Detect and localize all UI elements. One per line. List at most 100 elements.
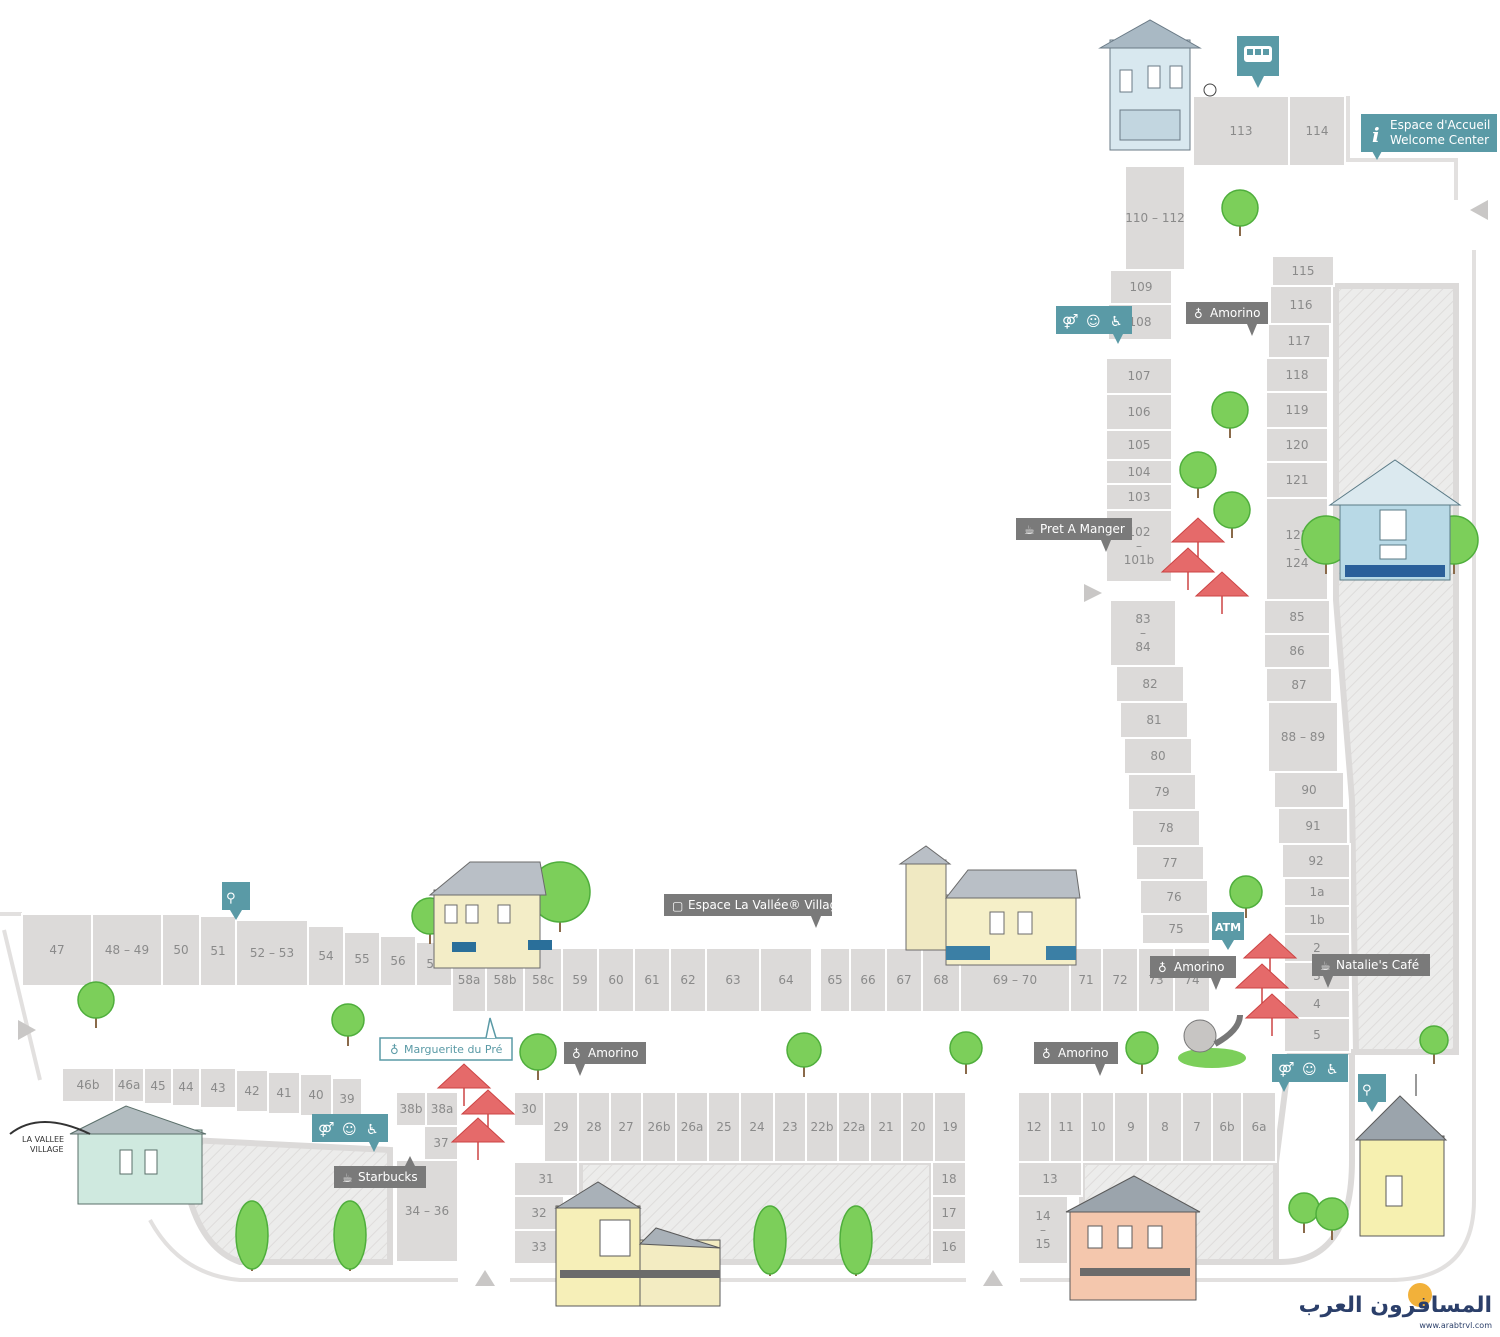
- atm-tag[interactable]: ATM: [1212, 912, 1244, 950]
- shop-unit[interactable]: 43: [199, 1067, 237, 1109]
- shop-unit[interactable]: 55: [343, 931, 381, 987]
- tag-amorino-74[interactable]: ♁Amorino: [1150, 956, 1236, 990]
- shop-unit[interactable]: 40: [299, 1073, 333, 1117]
- shop-unit[interactable]: 56: [379, 935, 417, 987]
- shop-unit[interactable]: 25: [707, 1091, 741, 1163]
- shop-unit[interactable]: 23: [773, 1091, 807, 1163]
- shop-unit[interactable]: 110 – 112: [1124, 165, 1186, 271]
- shop-unit[interactable]: 51: [199, 915, 237, 987]
- shop-unit[interactable]: 78: [1131, 809, 1201, 847]
- facilities-tag[interactable]: ⚤☺♿: [312, 1114, 388, 1152]
- shop-unit[interactable]: 28: [577, 1091, 611, 1163]
- shop-unit[interactable]: 37: [423, 1125, 459, 1161]
- shop-unit[interactable]: 10: [1081, 1091, 1115, 1163]
- shop-unit[interactable]: 81: [1119, 701, 1189, 739]
- shop-unit[interactable]: 85: [1263, 599, 1331, 635]
- shop-unit[interactable]: 90: [1273, 771, 1345, 809]
- shop-unit[interactable]: 46b: [61, 1067, 115, 1103]
- shop-unit[interactable]: 64: [759, 947, 813, 1013]
- shop-unit[interactable]: 30: [513, 1091, 545, 1127]
- shop-unit[interactable]: 114: [1288, 95, 1346, 167]
- shop-unit[interactable]: 62: [669, 947, 707, 1013]
- shop-unit[interactable]: 77: [1135, 845, 1205, 881]
- playground-tag-left[interactable]: ⚲: [222, 882, 250, 920]
- shop-unit[interactable]: 52 – 53: [235, 919, 309, 987]
- shop-unit[interactable]: 118: [1265, 357, 1329, 393]
- shop-unit[interactable]: 119: [1265, 391, 1329, 429]
- entrance-arrow-south-1[interactable]: [475, 1270, 495, 1286]
- shop-unit[interactable]: 92: [1281, 843, 1351, 879]
- shop-unit[interactable]: 91: [1277, 807, 1349, 845]
- shop-unit[interactable]: 61: [633, 947, 671, 1013]
- shop-unit[interactable]: 7: [1181, 1091, 1213, 1163]
- shop-unit[interactable]: 83–84: [1109, 599, 1177, 667]
- welcome-center-tag[interactable]: i Espace d'Accueil Welcome Center: [1361, 114, 1497, 160]
- entrance-arrow-east[interactable]: [1470, 200, 1488, 220]
- shop-unit[interactable]: 22b: [805, 1091, 839, 1163]
- shop-unit[interactable]: 87: [1265, 667, 1333, 703]
- shop-unit[interactable]: 44: [171, 1067, 201, 1107]
- shop-unit[interactable]: 60: [597, 947, 635, 1013]
- shop-unit[interactable]: 21: [869, 1091, 903, 1163]
- shop-unit[interactable]: 80: [1123, 737, 1193, 775]
- facilities-tag[interactable]: ⚤☺♿: [1056, 306, 1132, 344]
- facilities-tag[interactable]: ⚤☺♿: [1272, 1054, 1348, 1092]
- shop-unit[interactable]: 88 – 89: [1267, 701, 1339, 773]
- shop-unit[interactable]: 79: [1127, 773, 1197, 811]
- shop-unit[interactable]: 17: [931, 1195, 967, 1231]
- shop-unit[interactable]: 31: [513, 1161, 579, 1197]
- shop-unit[interactable]: 82: [1115, 665, 1185, 703]
- entrance-arrow-mid[interactable]: [1084, 584, 1102, 602]
- shop-unit[interactable]: 103: [1105, 483, 1173, 511]
- tag-starbucks[interactable]: ☕Starbucks: [334, 1156, 426, 1188]
- shop-unit[interactable]: 12: [1017, 1091, 1051, 1163]
- shop-unit[interactable]: 22a: [837, 1091, 871, 1163]
- tag-natalie[interactable]: ☕Natalie's Café: [1312, 954, 1430, 988]
- shop-unit[interactable]: 26a: [675, 1091, 709, 1163]
- shop-unit[interactable]: 20: [901, 1091, 935, 1163]
- shop-unit[interactable]: 19: [933, 1091, 967, 1163]
- shop-unit[interactable]: 38b: [395, 1091, 427, 1127]
- shop-unit[interactable]: 27: [609, 1091, 643, 1163]
- shop-unit[interactable]: 72: [1101, 947, 1139, 1013]
- shop-unit[interactable]: 6a: [1241, 1091, 1277, 1163]
- shop-unit[interactable]: 42: [235, 1069, 269, 1113]
- shop-unit[interactable]: 109: [1109, 269, 1173, 305]
- shop-unit[interactable]: 117: [1267, 323, 1331, 359]
- shop-unit[interactable]: 50: [161, 913, 201, 987]
- shop-unit[interactable]: 6b: [1211, 1091, 1243, 1163]
- shop-unit[interactable]: 76: [1139, 879, 1209, 915]
- shop-unit[interactable]: 48 – 49: [91, 913, 163, 987]
- shop-unit[interactable]: 115: [1271, 255, 1335, 287]
- shop-unit[interactable]: 46a: [113, 1067, 145, 1103]
- shop-unit[interactable]: 54: [307, 925, 345, 987]
- shop-unit[interactable]: 120: [1265, 427, 1329, 463]
- shop-unit[interactable]: 45: [143, 1067, 173, 1105]
- shop-unit[interactable]: 105: [1105, 429, 1173, 461]
- shop-unit[interactable]: 8: [1147, 1091, 1183, 1163]
- shop-unit[interactable]: 104: [1105, 459, 1173, 485]
- tag-amorino-top[interactable]: ♁Amorino: [1186, 302, 1268, 336]
- tag-pret[interactable]: ☕Pret A Manger: [1016, 518, 1132, 552]
- shop-unit[interactable]: 9: [1113, 1091, 1149, 1163]
- shop-unit[interactable]: 41: [267, 1071, 301, 1115]
- shop-unit[interactable]: 107: [1105, 357, 1173, 395]
- tag-amorino-center[interactable]: ♁Amorino: [564, 1042, 646, 1076]
- shop-unit[interactable]: 102–101b: [1105, 509, 1173, 583]
- playground-tag-right[interactable]: ⚲: [1358, 1074, 1386, 1112]
- entrance-arrow-west[interactable]: [18, 1020, 36, 1040]
- marguerite-du-pre-tag[interactable]: ♁ Marguerite du Pré: [379, 1017, 513, 1061]
- shop-unit[interactable]: 18: [931, 1161, 967, 1197]
- bus-stop-tag[interactable]: [1237, 36, 1279, 88]
- shop-unit[interactable]: 1a: [1283, 877, 1351, 907]
- shop-unit[interactable]: 75: [1141, 913, 1211, 945]
- shop-unit[interactable]: 67: [885, 947, 923, 1013]
- shop-unit[interactable]: 121: [1265, 461, 1329, 499]
- shop-unit[interactable]: 39: [331, 1077, 363, 1121]
- shop-unit[interactable]: 116: [1269, 285, 1333, 325]
- shop-unit[interactable]: 4: [1283, 989, 1351, 1019]
- shop-unit[interactable]: 113: [1192, 95, 1290, 167]
- shop-unit[interactable]: 29: [543, 1091, 579, 1163]
- shop-unit[interactable]: 16: [931, 1229, 967, 1265]
- shop-unit[interactable]: 13: [1017, 1161, 1083, 1197]
